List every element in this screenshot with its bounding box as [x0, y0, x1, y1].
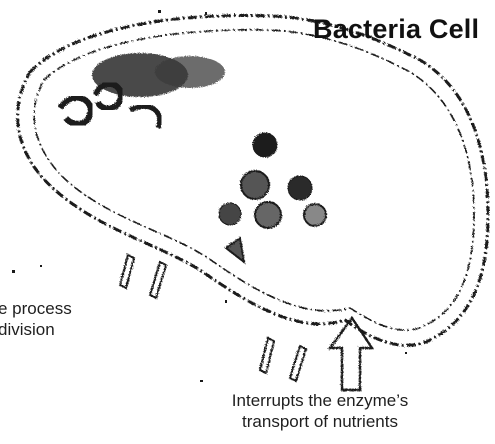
ribosomes	[219, 133, 326, 228]
pointer-arrows	[120, 238, 372, 390]
caption-bottom-line-1: Interrupts the enzyme’s	[232, 390, 408, 411]
caption-left-line-2: division	[0, 319, 72, 340]
caption-bottom: Interrupts the enzyme’s transport of nut…	[232, 390, 408, 432]
caption-left-line-1: e process	[0, 298, 72, 319]
caption-bottom-line-2: transport of nutrients	[232, 411, 408, 432]
caption-left: e process division	[0, 298, 72, 340]
diagram-title: Bacteria Cell	[313, 14, 479, 45]
nucleoid	[60, 53, 225, 128]
up-arrow	[330, 318, 372, 390]
